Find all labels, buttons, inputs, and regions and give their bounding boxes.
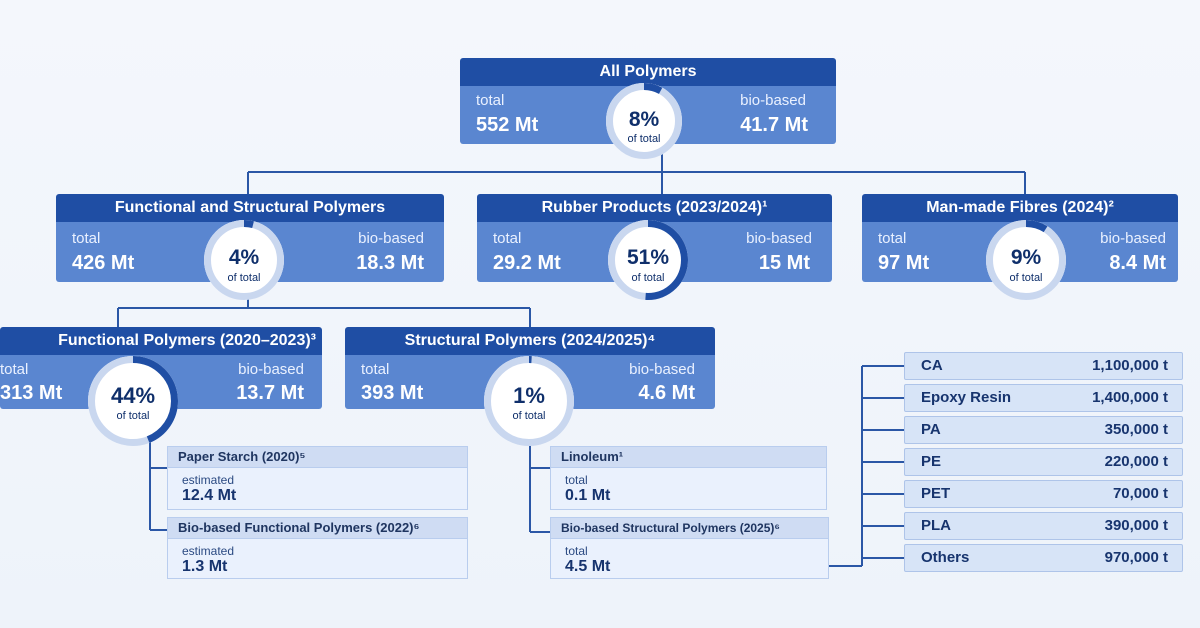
total-label: total	[565, 544, 588, 558]
total-value: 29.2 Mt	[493, 252, 561, 274]
share-percent: 9%	[1010, 246, 1042, 269]
bio-value: 18.3 Mt	[356, 252, 424, 274]
share-arc	[608, 220, 688, 300]
total-value: 426 Mt	[72, 252, 135, 274]
share-subtext: of total	[116, 410, 150, 422]
breakdown-name: CA	[921, 357, 943, 374]
total-value: 552 Mt	[476, 114, 539, 136]
total-label: total	[878, 230, 907, 247]
bio-label: bio-based	[740, 92, 806, 109]
estimate-label: estimated	[182, 544, 235, 558]
breakdown-name: Epoxy Resin	[921, 389, 1012, 406]
share-fill	[986, 220, 1066, 300]
node-title: Paper Starch (2020)⁵	[168, 447, 467, 468]
share-fill	[608, 220, 688, 300]
bio-label: bio-based	[1100, 230, 1166, 247]
node-title: Man-made Fibres (2024)²	[862, 194, 1178, 222]
node-bio-structural-polymers: Bio-based Structural Polymers (2025)⁶ to…	[550, 517, 829, 579]
share-subtext: of total	[1009, 272, 1043, 284]
breakdown-item-pet: PET 70,000 t	[904, 480, 1183, 508]
breakdown-name: PE	[921, 453, 942, 470]
breakdown-item-pe: PE 220,000 t	[904, 448, 1183, 476]
breakdown-item-epoxy-resin: Epoxy Resin 1,400,000 t	[904, 384, 1183, 412]
breakdown-item-pa: PA 350,000 t	[904, 416, 1183, 444]
breakdown-value: 350,000 t	[1104, 421, 1168, 438]
share-percent: 44%	[110, 383, 156, 408]
total-value: 97 Mt	[878, 252, 930, 274]
node-title: Structural Polymers (2024/2025)⁴	[345, 327, 715, 355]
share-percent: 1%	[513, 383, 545, 408]
breakdown-item-others: Others 970,000 t	[904, 544, 1183, 572]
share-donut-functional-polymers: 44% of total	[88, 356, 178, 446]
share-subtext: of total	[512, 410, 546, 422]
share-percent: 4%	[228, 246, 260, 269]
breakdown-value: 220,000 t	[1104, 453, 1168, 470]
total-label: total	[72, 230, 101, 247]
share-donut-rubber-products: 51% of total	[608, 220, 688, 300]
share-donut-all-polymers: 8% of total	[606, 83, 682, 159]
share-donut-structural-polymers: 1% of total	[484, 356, 574, 446]
bio-value: 41.7 Mt	[740, 114, 808, 136]
node-title: Functional and Structural Polymers	[56, 194, 444, 222]
total-value: 393 Mt	[361, 382, 424, 404]
breakdown-name: Others	[921, 549, 970, 566]
node-title: All Polymers	[460, 58, 836, 86]
estimate-label: estimated	[182, 473, 235, 487]
breakdown-item-pla: PLA 390,000 t	[904, 512, 1183, 540]
share-arc	[484, 356, 574, 446]
node-title: Functional Polymers (2020–2023)³	[0, 327, 322, 355]
breakdown-value: 1,400,000 t	[1092, 389, 1168, 406]
share-arc	[88, 356, 178, 446]
bio-label: bio-based	[238, 361, 304, 378]
breakdown-item-ca: CA 1,100,000 t	[904, 352, 1183, 380]
bio-label: bio-based	[358, 230, 424, 247]
node-linoleum: Linoleum¹ total 0.1 Mt	[550, 446, 827, 510]
node-title: Rubber Products (2023/2024)¹	[477, 194, 832, 222]
total-value: 4.5 Mt	[565, 558, 611, 575]
bio-label: bio-based	[746, 230, 812, 247]
estimate-value: 1.3 Mt	[182, 558, 228, 575]
node-title: Bio-based Structural Polymers (2025)⁶	[551, 518, 828, 539]
total-value: 0.1 Mt	[565, 487, 611, 504]
share-fill	[204, 220, 284, 300]
breakdown-value: 390,000 t	[1104, 517, 1168, 534]
node-title: Linoleum¹	[551, 447, 826, 468]
share-fill	[606, 83, 682, 159]
share-percent: 51%	[626, 246, 670, 269]
bio-value: 13.7 Mt	[236, 382, 304, 404]
breakdown-value: 970,000 t	[1104, 549, 1168, 566]
share-donut-functional-structural: 4% of total	[204, 220, 284, 300]
breakdown-name: PET	[921, 485, 951, 502]
bio-value: 4.6 Mt	[638, 382, 695, 404]
share-donut-man-made-fibres: 9% of total	[986, 220, 1066, 300]
share-subtext: of total	[631, 272, 665, 284]
share-subtext: of total	[627, 133, 661, 145]
share-arc	[606, 83, 682, 159]
share-fill	[88, 356, 178, 446]
node-bio-functional-polymers: Bio-based Functional Polymers (2022)⁶ es…	[167, 517, 468, 579]
total-label: total	[476, 92, 505, 109]
total-value: 313 Mt	[0, 382, 63, 404]
total-label: total	[361, 361, 390, 378]
estimate-value: 12.4 Mt	[182, 487, 237, 504]
node-paper-starch: Paper Starch (2020)⁵ estimated 12.4 Mt	[167, 446, 468, 510]
share-percent: 8%	[628, 108, 660, 131]
bio-label: bio-based	[629, 361, 695, 378]
total-label: total	[565, 473, 588, 487]
node-title: Bio-based Functional Polymers (2022)⁶	[168, 518, 467, 539]
share-arc	[986, 220, 1066, 300]
breakdown-name: PA	[921, 421, 941, 438]
share-arc	[204, 220, 284, 300]
total-label: total	[493, 230, 522, 247]
bio-value: 8.4 Mt	[1109, 252, 1166, 274]
bio-value: 15 Mt	[758, 252, 810, 274]
share-subtext: of total	[227, 272, 261, 284]
breakdown-value: 1,100,000 t	[1092, 357, 1168, 374]
breakdown-name: PLA	[921, 517, 951, 534]
total-label: total	[0, 361, 29, 378]
share-fill	[484, 356, 574, 446]
breakdown-value: 70,000 t	[1112, 485, 1168, 502]
